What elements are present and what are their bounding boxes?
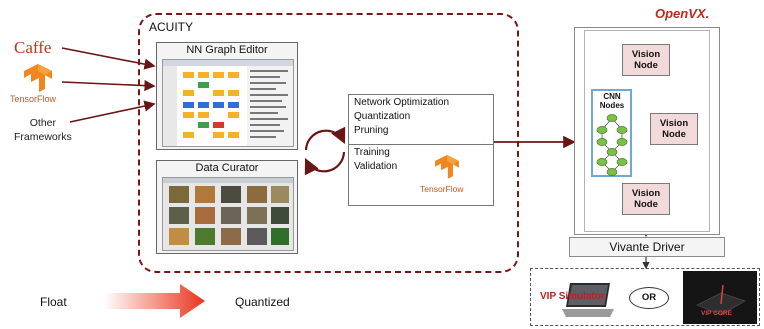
- nn-graph-editor-screenshot: [162, 59, 294, 147]
- float-label: Float: [40, 295, 67, 309]
- caffe-label: Caffe: [14, 38, 52, 57]
- acuity-title: ACUITY: [149, 20, 194, 34]
- output-options-box: [530, 268, 760, 326]
- other-frameworks-line2: Frameworks: [14, 131, 72, 143]
- vision-node-right: Vision Node: [650, 113, 698, 145]
- float-to-quantized-arrow: [104, 284, 205, 318]
- vision-node-line1: Vision: [631, 188, 661, 199]
- optimization-box: [348, 94, 494, 144]
- cnn-nodes-line2: Nodes: [599, 101, 625, 110]
- tensorflow-label: TensorFlow: [10, 94, 57, 104]
- graph-editor-thumbnail: [163, 60, 293, 146]
- optimization-list: Network Optimization Quantization Prunin…: [354, 96, 449, 138]
- data-curator-title: Data Curator: [195, 162, 259, 174]
- training-box: [348, 144, 494, 206]
- data-curator-screenshot: [162, 177, 294, 251]
- vip-core-label: VIP CORE: [701, 310, 732, 317]
- validation-label: Validation: [354, 161, 398, 172]
- nn-graph-editor-panel: NN Graph Editor: [156, 42, 298, 150]
- training-label: Training: [354, 147, 390, 158]
- tensorflow-logo-icon: [24, 64, 52, 92]
- vip-core-chip-icon: [696, 284, 746, 316]
- data-curator-panel: Data Curator: [156, 160, 298, 254]
- or-separator: OR: [629, 287, 669, 309]
- vision-node-line1: Vision: [659, 118, 689, 129]
- other-frameworks-line1: Other: [29, 117, 57, 129]
- cnn-node-graph: [596, 114, 628, 176]
- quantized-label: Quantized: [235, 295, 290, 309]
- vision-node-line2: Node: [662, 129, 686, 140]
- cnn-nodes-title: CNN Nodes: [592, 92, 632, 110]
- cycle-arrow-bottom: [304, 151, 346, 176]
- vision-node-top: Vision Node: [622, 44, 670, 76]
- openvx-graph-inner: [584, 30, 710, 232]
- tensorflow-logo-label: TensorFlow: [420, 184, 464, 194]
- openvx-brand: OpenVX.: [655, 6, 710, 21]
- other-frameworks-label: Other Frameworks: [14, 116, 72, 144]
- laptop-icon: [562, 283, 614, 317]
- vip-core-chip-image: [683, 271, 757, 324]
- cnn-nodes-line1: CNN: [603, 92, 621, 101]
- cycle-arrow-top: [304, 126, 346, 151]
- vision-node-bottom: Vision Node: [622, 183, 670, 215]
- network-optimization-label: Network Optimization: [354, 97, 450, 108]
- vision-node-line1: Vision: [631, 49, 661, 60]
- tensorflow-logo-icon: [435, 154, 459, 179]
- vivante-driver-box: Vivante Driver: [569, 237, 725, 257]
- other-frameworks-arrow: [69, 100, 156, 123]
- training-list: Training Validation: [354, 146, 397, 174]
- quantization-label: Quantization: [354, 111, 411, 122]
- vision-node-line2: Node: [634, 60, 658, 71]
- vision-node-line2: Node: [634, 199, 658, 210]
- acuity-container: [138, 13, 519, 273]
- pruning-label: Pruning: [354, 125, 389, 136]
- nn-graph-editor-title: NN Graph Editor: [186, 44, 268, 56]
- image-grid-thumbnail: [163, 178, 293, 245]
- vip-simulator-label: VIP Simulator: [540, 291, 605, 302]
